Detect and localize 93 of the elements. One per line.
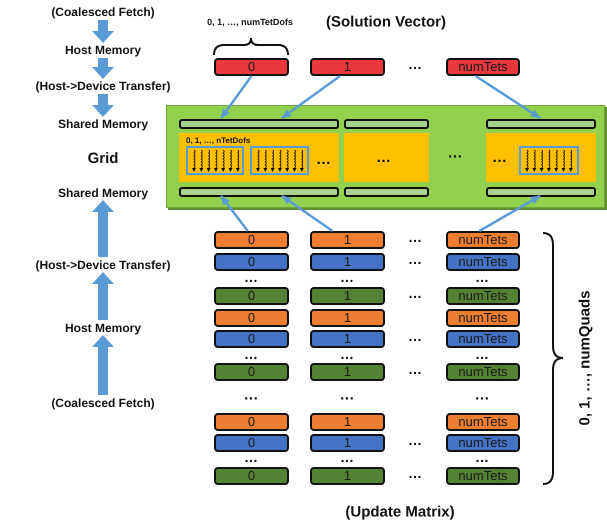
- data-block: 1: [310, 330, 385, 348]
- data-block: numTets: [446, 467, 520, 485]
- index-range-label: 0, 1, …, nTetDofs: [186, 136, 250, 145]
- shared-memory-bar: [486, 187, 596, 197]
- shared-memory-bar: [344, 119, 429, 129]
- ellipsis: …: [475, 449, 489, 465]
- block-arrow: [92, 20, 114, 43]
- data-block: numTets: [446, 231, 520, 249]
- data-block: 1: [310, 287, 385, 305]
- data-block: 0: [214, 231, 289, 249]
- step-label: (Host->Device Transfer): [3, 257, 203, 273]
- data-block: numTets: [446, 330, 520, 348]
- shared-memory-bar: [486, 119, 596, 129]
- vertical-range-label: 0, 1, …, numQuads: [576, 290, 594, 426]
- ellipsis: …: [340, 346, 354, 362]
- data-block: 0: [214, 467, 289, 485]
- ellipsis: …: [408, 56, 422, 72]
- thread-block: [186, 146, 244, 175]
- ellipsis: …: [340, 449, 354, 465]
- arrow: [220, 195, 249, 232]
- step-label: Shared Memory: [3, 116, 203, 132]
- step-label: (Host->Device Transfer): [3, 78, 203, 94]
- thread-block-group: [344, 133, 429, 182]
- ellipsis: …: [448, 144, 462, 162]
- arrow: [281, 74, 341, 120]
- thread-block: [250, 146, 309, 175]
- thread-block-group: [486, 133, 596, 182]
- shared-memory-bar: [179, 119, 339, 129]
- data-block: 0: [214, 287, 289, 305]
- step-label: Host Memory: [3, 42, 203, 58]
- data-block: 1: [310, 309, 385, 327]
- shared-memory-bar: [179, 187, 339, 197]
- data-block: 1: [310, 231, 385, 249]
- data-block: 0: [214, 309, 289, 327]
- range-label: 0, 1, …, numTetDofs: [207, 17, 293, 27]
- data-block: 1: [310, 363, 385, 381]
- data-block: 1: [310, 413, 385, 431]
- thread-block-group: [179, 133, 339, 182]
- step-label: Shared Memory: [3, 185, 203, 201]
- data-block: numTets: [446, 363, 520, 381]
- block-arrow: [92, 200, 114, 257]
- ellipsis: …: [408, 328, 422, 344]
- title-label: (Solution Vector): [326, 14, 446, 30]
- block-arrow: [92, 272, 114, 320]
- data-block: 1: [310, 434, 385, 452]
- data-block: numTets: [446, 58, 520, 76]
- block-arrow: [92, 94, 114, 117]
- ellipsis: …: [316, 151, 331, 168]
- data-block: numTets: [446, 434, 520, 452]
- ellipsis: …: [244, 269, 258, 285]
- ellipsis: …: [376, 149, 391, 166]
- data-block: 1: [310, 58, 385, 76]
- data-block: numTets: [446, 253, 520, 271]
- ellipsis: …: [244, 346, 258, 362]
- ellipsis: …: [408, 251, 422, 267]
- ellipsis: …: [244, 449, 258, 465]
- ellipsis: …: [408, 465, 422, 481]
- thread-block: [519, 146, 579, 175]
- data-block: 0: [214, 58, 289, 76]
- step-label: (Coalesced Fetch): [3, 395, 203, 411]
- ellipsis: …: [492, 149, 507, 166]
- ellipsis: …: [474, 386, 490, 404]
- data-block: 0: [214, 413, 289, 431]
- data-block: 1: [310, 467, 385, 485]
- title-label: (Update Matrix): [345, 504, 455, 520]
- grid-panel: [166, 105, 605, 208]
- arrow: [220, 75, 253, 119]
- data-block: 0: [214, 363, 289, 381]
- ellipsis: …: [408, 285, 422, 301]
- data-block: numTets: [446, 287, 520, 305]
- block-arrow: [92, 335, 114, 395]
- data-block: 0: [214, 330, 289, 348]
- block-arrow: [92, 58, 114, 79]
- step-label: Host Memory: [3, 320, 203, 336]
- ellipsis: …: [340, 269, 354, 285]
- ellipsis: …: [475, 269, 489, 285]
- data-block: numTets: [446, 309, 520, 327]
- ellipsis: …: [408, 432, 422, 448]
- data-block: 0: [214, 434, 289, 452]
- ellipsis: …: [475, 346, 489, 362]
- data-block: 1: [310, 253, 385, 271]
- ellipsis: …: [408, 361, 422, 377]
- step-label: (Coalesced Fetch): [3, 4, 203, 20]
- step-label: Grid: [3, 149, 203, 169]
- arrow: [474, 74, 541, 120]
- data-block: 0: [214, 253, 289, 271]
- data-block: numTets: [446, 413, 520, 431]
- ellipsis: …: [408, 229, 422, 245]
- ellipsis: …: [244, 386, 258, 404]
- arrow: [478, 194, 541, 232]
- shared-memory-bar: [344, 187, 429, 197]
- ellipsis: …: [340, 386, 354, 404]
- arrow: [281, 194, 334, 232]
